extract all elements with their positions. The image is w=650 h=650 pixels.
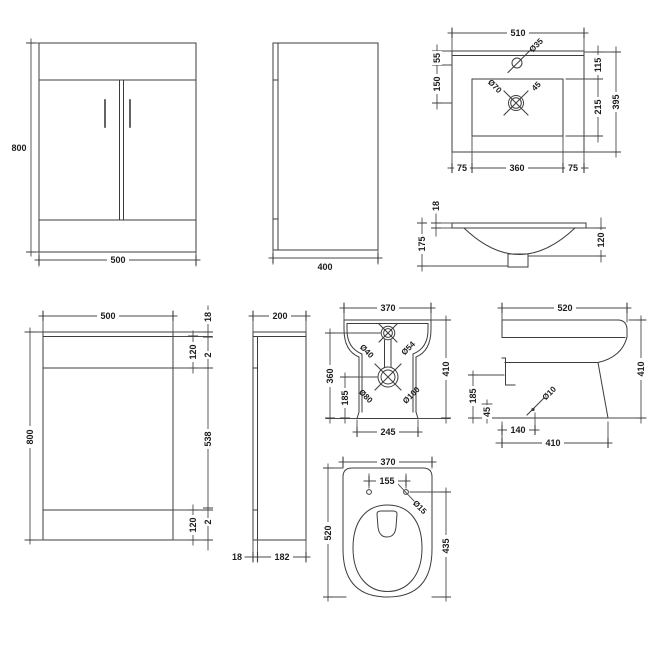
dim-waste-note: 45: [530, 80, 543, 93]
wc-side-dimensions: 200 18 182: [232, 310, 311, 563]
dim-wc-body-depth: 182: [274, 552, 289, 562]
outlet-hole-outer: [377, 366, 399, 388]
dim-tap-to-waste: 150: [432, 76, 442, 91]
view-pan-side: 520 410 185 45 Ø10 140 410: [468, 302, 647, 448]
vanity-side-outline: [272, 42, 379, 251]
view-vanity-side: 400: [268, 42, 383, 272]
pan-side-outline: [469, 319, 628, 419]
pan-top-outline: [342, 467, 433, 598]
dim-hinge-centres: 155: [379, 476, 394, 486]
dim-pan-base-width: 245: [380, 427, 395, 437]
dim-pan-depth: 520: [557, 303, 572, 313]
dim-inlet-large: Ø54: [400, 339, 418, 357]
dim-wc-door: 538: [203, 431, 213, 446]
dim-bowl-depth: 215: [593, 99, 603, 114]
vanity-side-dimensions: 400: [268, 249, 383, 272]
basin-section-dimensions: 18 175 120: [417, 201, 606, 272]
dim-vanity-depth: 400: [317, 262, 332, 272]
dim-wc-upper-panel: 120: [188, 344, 198, 359]
dim-basin-width: 510: [510, 28, 525, 38]
waste-trap: [507, 253, 529, 268]
view-wc-side: 200 18 182: [232, 310, 311, 563]
view-pan-back: 370 410 360 185 245 Ø40 Ø54 Ø80 Ø100: [325, 302, 451, 437]
hinge-hole-left: [366, 489, 372, 495]
dim-vanity-width: 500: [110, 255, 125, 265]
dim-bowl-inner-depth: 120: [596, 232, 606, 247]
dim-vanity-height: 800: [11, 143, 26, 153]
dim-outlet-height: 185: [340, 390, 350, 405]
dim-wc-gap-bottom: 2: [203, 519, 213, 524]
basin-top-dimensions: 510 Ø35 55 150 115 215 395 Ø70 45 75 360…: [432, 27, 621, 173]
dim-wc-depth: 200: [272, 311, 287, 321]
dim-tap-offset: 55: [432, 53, 442, 63]
wc-front-dimensions: 800 500 120 120 18 2 538 2: [24, 305, 213, 551]
seat-buffer: [376, 510, 398, 538]
dim-seat-depth: 435: [441, 538, 451, 553]
wc-side-outline: [252, 331, 307, 541]
waste-hole-inner: [510, 97, 522, 109]
dim-wc-width: 500: [100, 311, 115, 321]
dim-outlet-small: Ø80: [357, 388, 375, 406]
pan-side-dimensions: 520 410 185 45 Ø10 140 410: [468, 302, 647, 448]
dim-rim-thickness: 18: [431, 201, 441, 211]
dim-wc-top-panel: 18: [203, 312, 213, 322]
dim-pan-top-width: 370: [380, 457, 395, 467]
dim-wc-height: 800: [25, 429, 35, 444]
dim-wc-plinth: 120: [188, 517, 198, 532]
bowl-curve: [463, 227, 576, 255]
dim-inlet-height: 360: [325, 368, 335, 383]
dim-bowl-width: 360: [509, 163, 524, 173]
dim-rim-to-bowl: 115: [593, 58, 603, 73]
basin-top-outline: [451, 48, 585, 153]
dim-fixing-height: 185: [468, 388, 478, 403]
dim-inlet-small: Ø40: [358, 343, 376, 361]
view-basin-section: 18 175 120: [417, 201, 606, 272]
dim-pan-width: 370: [380, 303, 395, 313]
basin-section-outline: [451, 222, 587, 268]
dim-pan-base-depth: 410: [545, 438, 560, 448]
outlet-hole-inner: [380, 369, 396, 385]
dim-waste-hole: Ø70: [486, 78, 504, 96]
waste-hole-outer: [508, 95, 524, 111]
seat-curve: [597, 336, 628, 364]
dim-hole-height: 45: [482, 407, 492, 417]
tap-hole: [511, 57, 523, 69]
dim-fixing-hole: Ø10: [541, 384, 559, 402]
view-vanity-front: 800 500: [11, 38, 201, 267]
dim-outlet-large: Ø100: [401, 385, 422, 406]
dim-pan-height: 410: [441, 361, 451, 376]
view-wc-front: 800 500 120 120 18 2 538 2: [24, 305, 213, 551]
dim-basin-depth: 395: [611, 94, 621, 109]
vanity-front-dimensions: 800 500: [11, 38, 201, 267]
inlet-hole-inner: [383, 328, 393, 338]
dim-margin-right: 75: [568, 163, 578, 173]
dim-margin-left: 75: [457, 163, 467, 173]
dim-hinge-hole: Ø15: [411, 499, 429, 517]
dim-basin-total-depth: 175: [417, 236, 427, 251]
dim-hole-inset: 140: [510, 425, 525, 435]
seat-outline: [352, 504, 423, 593]
wc-front-outline: [42, 331, 174, 541]
pan-top-dimensions: 370 155 Ø15 520 435: [323, 456, 451, 602]
view-basin-top: 510 Ø35 55 150 115 215 395 Ø70 45 75 360…: [432, 27, 621, 173]
dim-wc-front-panel: 18: [232, 552, 242, 562]
pan-back-outline: [343, 319, 432, 419]
pan-back-dimensions: 370 410 360 185 245 Ø40 Ø54 Ø80 Ø100: [325, 302, 451, 437]
vanity-front-outline: [38, 42, 197, 253]
dim-pan-side-height: 410: [636, 361, 646, 376]
hinge-hole-right: [403, 489, 409, 495]
view-pan-top: 370 155 Ø15 520 435: [323, 456, 451, 602]
dim-pan-top-depth: 520: [323, 525, 333, 540]
dim-wc-gap-top: 2: [203, 352, 213, 357]
